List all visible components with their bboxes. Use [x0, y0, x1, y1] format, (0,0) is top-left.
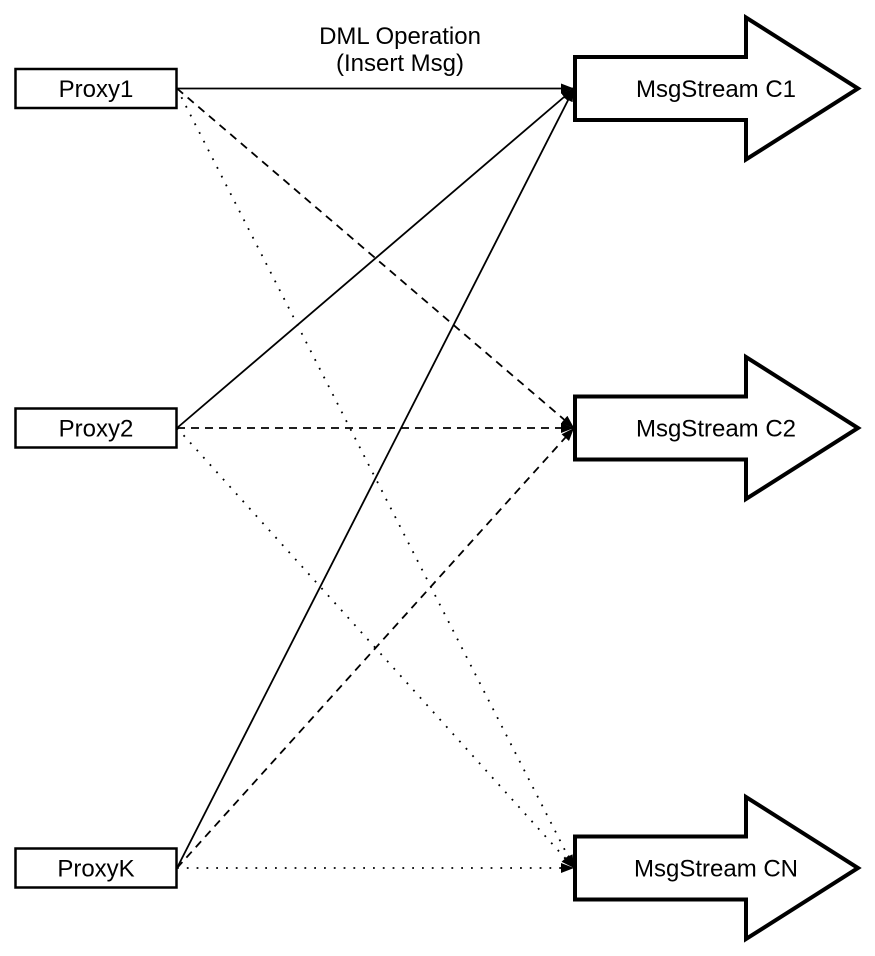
stream-shapes-group	[573, 13, 862, 943]
labels-group: DML Operation (Insert Msg) Proxy1 Proxy2…	[57, 23, 798, 883]
proxy1-node	[14, 67, 178, 110]
msgstream-c1-label: MsgStream C1	[636, 76, 796, 103]
edges-group	[176, 83, 575, 873]
proxyk-label: ProxyK	[57, 856, 134, 883]
annotation-line1: DML Operation	[319, 23, 481, 50]
proxy2-node	[14, 407, 178, 449]
edge-proxy2-to-c1-solid	[176, 87, 575, 429]
msgstream-cn-arrow-shape	[573, 793, 862, 943]
msgstream-c2-arrow-shape	[573, 353, 862, 503]
proxy2-label: Proxy2	[59, 416, 134, 443]
msgstream-c1-arrow-shape	[573, 13, 862, 164]
edge-proxy2-to-cn-dotted	[176, 427, 575, 869]
proxy1-label: Proxy1	[59, 76, 134, 103]
msgstream-cn-label: MsgStream CN	[634, 856, 798, 883]
annotation-line2: (Insert Msg)	[336, 50, 464, 77]
proxyk-node	[14, 847, 178, 889]
proxy-nodes-group	[14, 67, 178, 889]
edge-proxyk-to-c1-solid	[176, 88, 575, 869]
edge-proxyk-to-c2-dashed	[176, 427, 575, 869]
msgstream-c2-label: MsgStream C2	[636, 416, 796, 443]
edge-proxy1-to-c2-dashed	[176, 87, 575, 429]
